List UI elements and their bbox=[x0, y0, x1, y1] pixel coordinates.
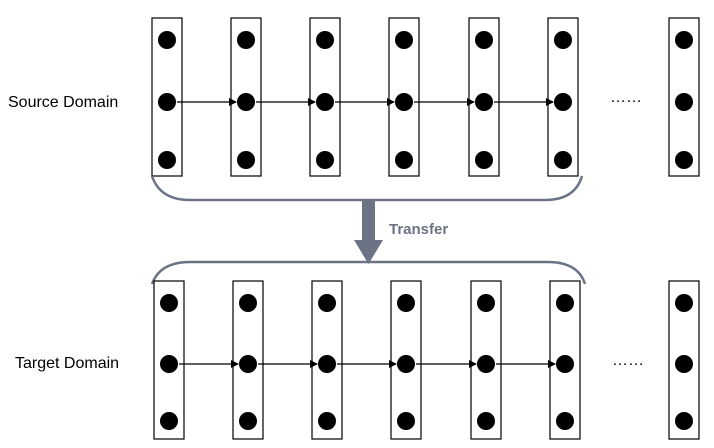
source-layer-box bbox=[230, 17, 262, 177]
source-layer-3 bbox=[309, 17, 341, 177]
source-domain-group: Source Domain …… bbox=[8, 17, 700, 177]
source-node-top bbox=[395, 31, 413, 49]
target-layer-1 bbox=[153, 280, 185, 440]
source-layer-box bbox=[468, 17, 500, 177]
source-last-node-middle bbox=[675, 93, 693, 111]
target-layer-box bbox=[311, 280, 343, 440]
target-node-top bbox=[397, 294, 415, 312]
target-node-bottom bbox=[397, 412, 415, 430]
source-node-middle bbox=[237, 93, 255, 111]
transfer-arrow-shaft bbox=[362, 201, 375, 241]
source-node-bottom bbox=[554, 151, 572, 169]
source-brace bbox=[150, 175, 584, 202]
source-layer-6 bbox=[547, 17, 579, 177]
source-layer-box bbox=[388, 17, 420, 177]
target-layer-box bbox=[549, 280, 581, 440]
target-ellipsis: …… bbox=[612, 352, 644, 369]
target-layer-4 bbox=[390, 280, 422, 440]
target-node-middle bbox=[477, 355, 495, 373]
source-ellipsis: …… bbox=[610, 89, 642, 106]
source-node-top bbox=[316, 31, 334, 49]
target-layer-box bbox=[470, 280, 502, 440]
source-layer-4 bbox=[388, 17, 420, 177]
target-layer-5 bbox=[470, 280, 502, 440]
target-node-middle bbox=[556, 355, 574, 373]
target-node-bottom bbox=[318, 412, 336, 430]
source-node-top bbox=[158, 31, 176, 49]
target-domain-group: Target Domain …… bbox=[15, 280, 700, 440]
target-layer-2 bbox=[232, 280, 264, 440]
target-last-node-top bbox=[675, 294, 693, 312]
source-layer-box bbox=[151, 17, 183, 177]
target-node-bottom bbox=[556, 412, 574, 430]
target-layer-box bbox=[232, 280, 264, 440]
source-last-node-bottom bbox=[675, 151, 693, 169]
target-node-top bbox=[477, 294, 495, 312]
target-domain-label: Target Domain bbox=[15, 355, 119, 372]
source-layer-box bbox=[547, 17, 579, 177]
source-node-bottom bbox=[475, 151, 493, 169]
target-node-middle bbox=[160, 355, 178, 373]
target-node-top bbox=[239, 294, 257, 312]
source-node-bottom bbox=[237, 151, 255, 169]
target-node-bottom bbox=[239, 412, 257, 430]
source-node-middle bbox=[158, 93, 176, 111]
target-layer-box bbox=[390, 280, 422, 440]
target-node-bottom bbox=[477, 412, 495, 430]
target-layer-6 bbox=[549, 280, 581, 440]
source-layer-5 bbox=[468, 17, 500, 177]
target-last-node-middle bbox=[675, 355, 693, 373]
target-layer-box bbox=[153, 280, 185, 440]
transfer-arrow-head bbox=[354, 240, 383, 264]
target-brace bbox=[150, 260, 587, 285]
target-node-top bbox=[556, 294, 574, 312]
source-layer-box bbox=[309, 17, 341, 177]
target-node-top bbox=[160, 294, 178, 312]
source-node-top bbox=[554, 31, 572, 49]
target-last-layer bbox=[668, 280, 700, 440]
source-node-bottom bbox=[395, 151, 413, 169]
target-last-node-bottom bbox=[675, 412, 693, 430]
target-node-top bbox=[318, 294, 336, 312]
target-layer-3 bbox=[311, 280, 343, 440]
source-node-middle bbox=[316, 93, 334, 111]
target-node-middle bbox=[318, 355, 336, 373]
source-node-middle bbox=[554, 93, 572, 111]
target-node-bottom bbox=[160, 412, 178, 430]
source-node-bottom bbox=[316, 151, 334, 169]
transfer-label: Transfer bbox=[389, 221, 448, 238]
target-layers bbox=[153, 280, 581, 440]
source-node-bottom bbox=[158, 151, 176, 169]
source-node-middle bbox=[475, 93, 493, 111]
source-last-layer-box bbox=[668, 17, 700, 177]
source-last-layer bbox=[668, 17, 700, 177]
target-node-middle bbox=[397, 355, 415, 373]
target-last-layer-box bbox=[668, 280, 700, 440]
source-layer-1 bbox=[151, 17, 183, 177]
source-layer-2 bbox=[230, 17, 262, 177]
source-layers bbox=[151, 17, 579, 177]
source-node-top bbox=[237, 31, 255, 49]
target-node-middle bbox=[239, 355, 257, 373]
source-node-top bbox=[475, 31, 493, 49]
transfer-arrow bbox=[354, 201, 383, 264]
source-node-middle bbox=[395, 93, 413, 111]
source-last-node-top bbox=[675, 31, 693, 49]
source-domain-label: Source Domain bbox=[8, 94, 118, 111]
